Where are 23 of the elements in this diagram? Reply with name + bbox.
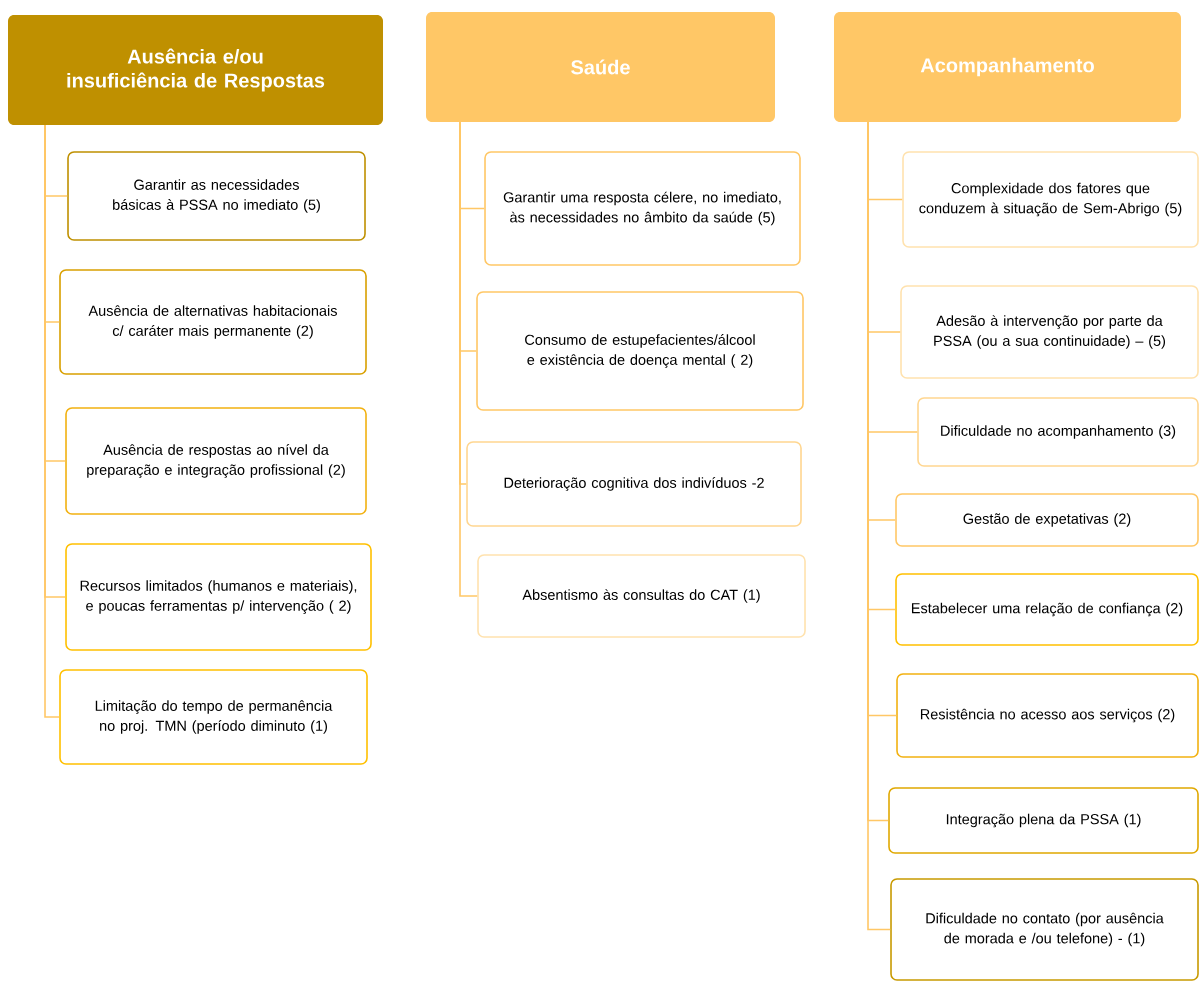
connector-line: [44, 124, 60, 718]
category-header: Saúde: [426, 12, 775, 122]
issue-box: Garantir as necessidades básicas à PSSA no imediato (5): [67, 151, 366, 241]
issue-box: Absentismo às consultas do CAT (1): [477, 554, 806, 638]
issue-box: Ausência de respostas ao nível da preparação e integração profissional (2): [65, 407, 367, 515]
issue-box: Consumo de estupefacientes/álcool e existência de doença mental ( 2): [476, 291, 804, 411]
issue-box: Adesão à intervenção por parte da PSSA (ou a sua continuidade) – (5): [900, 285, 1199, 379]
issue-box: Recursos limitados (humanos e materiais), e poucas ferramentas p/ intervenção ( 2): [65, 543, 372, 651]
issue-box: Dificuldade no contato (por ausência de morada e /ou telefone) - (1): [890, 878, 1199, 981]
issue-box: Resistência no acesso aos serviços (2): [896, 673, 1199, 758]
category-header: Ausência e/ou insuficiência de Respostas: [8, 15, 383, 125]
issue-box: Deterioração cognitiva dos indivíduos -2: [466, 441, 802, 527]
issue-box: Integração plena da PSSA (1): [888, 787, 1199, 854]
issue-box: Dificuldade no acompanhamento (3): [917, 397, 1199, 467]
issue-box: Limitação do tempo de permanência no proj. TMN (período diminuto (1): [59, 669, 368, 765]
connector-line: [459, 121, 478, 597]
category-header: Acompanhamento: [834, 12, 1181, 122]
connector-line: [867, 121, 891, 931]
issue-box: Complexidade dos fatores que conduzem à situação de Sem-Abrigo (5): [902, 151, 1199, 248]
issue-box: Estabelecer uma relação de confiança (2): [895, 573, 1199, 646]
issue-box: Ausência de alternativas habitacionais c/ caráter mais permanente (2): [59, 269, 367, 375]
issue-box: Gestão de expetativas (2): [895, 493, 1199, 547]
issue-box: Garantir uma resposta célere, no imediato, às necessidades no âmbito da saúde (5): [484, 151, 801, 266]
